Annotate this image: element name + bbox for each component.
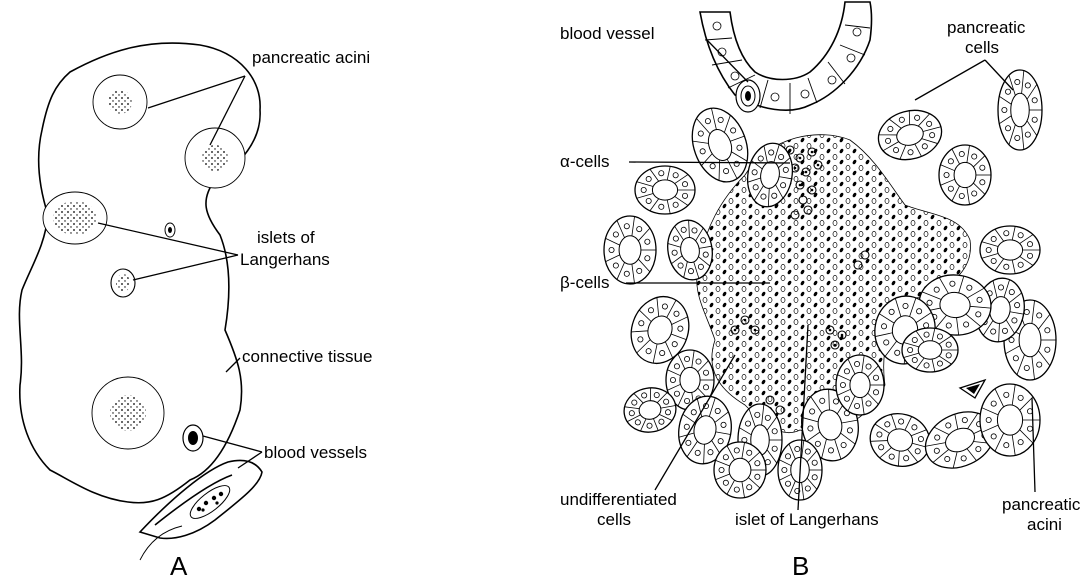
- leader-pancreatic-cells-1: [915, 60, 985, 100]
- label-pancreatic-acini-1: pancreatic: [1002, 495, 1081, 514]
- label-beta-cells: β-cells: [560, 273, 609, 292]
- pancreatic-acinus-bottom: [92, 377, 164, 449]
- pancreatic-acinus: [998, 70, 1042, 150]
- leader-acini-1: [148, 76, 245, 108]
- pancreatic-acinus: [836, 355, 884, 415]
- duct-epithelium: [700, 2, 872, 114]
- pancreatic-acinus: [604, 216, 656, 284]
- label-pancreatic-acini-2: acini: [1027, 515, 1062, 534]
- blood-vessel-large: [140, 460, 262, 560]
- label-pancreatic-cells-2: cells: [965, 38, 999, 57]
- label-undifferentiated: undifferentiated: [560, 490, 677, 509]
- panel-b: blood vessel pancreatic cells α-cells β-…: [560, 2, 1081, 581]
- leader-islets-2: [133, 255, 238, 280]
- label-blood-vessels: blood vessels: [264, 443, 367, 462]
- leader-vessels-1: [203, 436, 262, 452]
- label-islet-of-langerhans: islet of Langerhans: [735, 510, 879, 529]
- label-alpha-cells: α-cells: [560, 152, 610, 171]
- blood-vessel-b-small: [960, 380, 985, 398]
- panel-letter-b: B: [792, 551, 809, 581]
- pancreatic-acinus: [864, 407, 935, 473]
- pancreatic-acinus: [873, 104, 947, 167]
- leader-blood-vessel: [707, 40, 748, 82]
- pancreatic-acinus: [635, 166, 695, 214]
- islet-small: [111, 269, 135, 297]
- pancreatic-acinus: [939, 145, 991, 205]
- label-connective-tissue: connective tissue: [242, 347, 372, 366]
- label-pancreatic-cells-1: pancreatic: [947, 18, 1026, 37]
- label-undifferentiated-cells: cells: [597, 510, 631, 529]
- pancreatic-acinus: [714, 442, 766, 498]
- label-islets-of: islets of: [257, 228, 315, 247]
- pancreatic-acinus-top: [93, 75, 147, 129]
- leader-islets-1: [98, 223, 238, 255]
- label-blood-vessel: blood vessel: [560, 24, 655, 43]
- blood-vessel-small: [183, 425, 203, 451]
- pancreatic-acinus: [980, 384, 1040, 456]
- panel-letter-a: A: [170, 551, 188, 581]
- pancreatic-acinus-right: [185, 128, 245, 188]
- islet-large: [43, 192, 107, 244]
- label-pancreatic-acini: pancreatic acini: [252, 48, 370, 67]
- panel-a: pancreatic acini islets of Langerhans co…: [19, 43, 372, 581]
- blood-vessel-b: [736, 80, 760, 112]
- pancreatic-acinus: [980, 226, 1040, 274]
- pancreatic-acinus: [902, 328, 958, 372]
- label-langerhans: Langerhans: [240, 250, 330, 269]
